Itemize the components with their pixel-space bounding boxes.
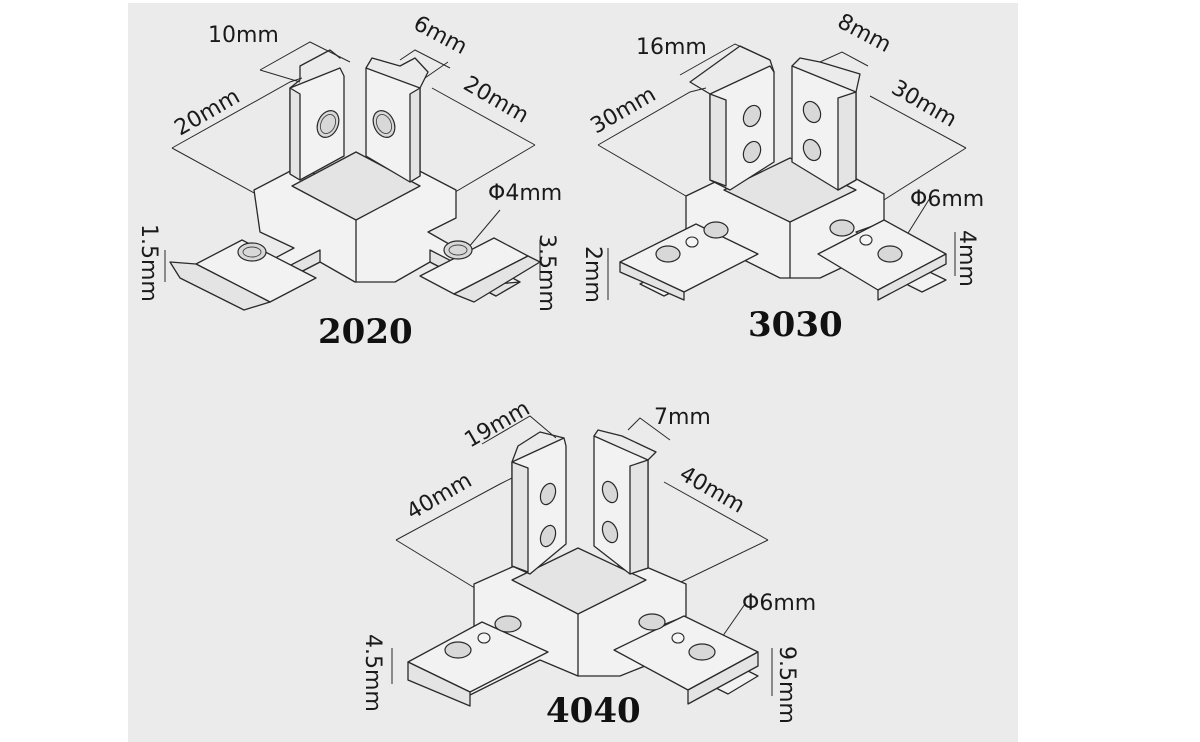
upright-blocks-4040 <box>511 429 657 575</box>
dim-left-thickness-4040: 4.5mm <box>360 634 385 712</box>
dim-top-right-width-3030: 8mm <box>833 9 895 58</box>
holes-4040 <box>444 480 716 661</box>
holes-3030 <box>655 100 903 263</box>
connector-3030: 16mm 8mm 30mm 30mm Φ6mm 2mm 4mm 3030 <box>580 9 984 345</box>
dim-top-left-width-3030: 16mm <box>636 35 707 60</box>
dim-top-right-width-4040: 7mm <box>654 405 711 430</box>
model-label-2020: 2020 <box>318 312 413 352</box>
dim-left-length-2020: 20mm <box>171 84 245 141</box>
dim-top-left-width-2020: 10mm <box>208 23 279 48</box>
upright-blocks-3030 <box>689 45 861 191</box>
dim-hole-diameter-2020: Φ4mm <box>488 181 562 206</box>
connector-2020: 10mm 6mm 20mm 20mm Φ4mm 1.5mm 3.5mm 2020 <box>136 11 562 352</box>
model-label-4040: 4040 <box>546 691 641 731</box>
holes-2020 <box>237 110 473 262</box>
dim-left-thickness-2020: 1.5mm <box>136 224 161 302</box>
dim-hole-diameter-4040: Φ6mm <box>742 591 816 616</box>
dim-top-left-width-4040: 19mm <box>461 396 535 453</box>
model-label-3030: 3030 <box>748 305 843 345</box>
dim-right-height-3030: 4mm <box>954 230 979 287</box>
dim-right-height-4040: 9.5mm <box>774 646 799 724</box>
dimension-lines-4040 <box>391 415 773 696</box>
dim-left-thickness-3030: 2mm <box>580 246 605 303</box>
dim-top-right-width-2020: 6mm <box>409 11 471 60</box>
dim-right-length-3030: 30mm <box>887 76 961 133</box>
dim-right-length-2020: 20mm <box>459 72 533 129</box>
connector-4040: 19mm 7mm 40mm 40mm Φ6mm 4.5mm 9.5mm 4040 <box>360 396 816 731</box>
dim-right-length-4040: 40mm <box>675 462 749 519</box>
panel-top-margin <box>128 0 1018 3</box>
dim-hole-diameter-3030: Φ6mm <box>910 187 984 212</box>
base-plate-3030 <box>619 157 947 301</box>
dim-right-height-2020: 3.5mm <box>534 234 559 312</box>
base-plate-2020 <box>169 151 541 311</box>
base-plate-4040 <box>407 547 759 707</box>
